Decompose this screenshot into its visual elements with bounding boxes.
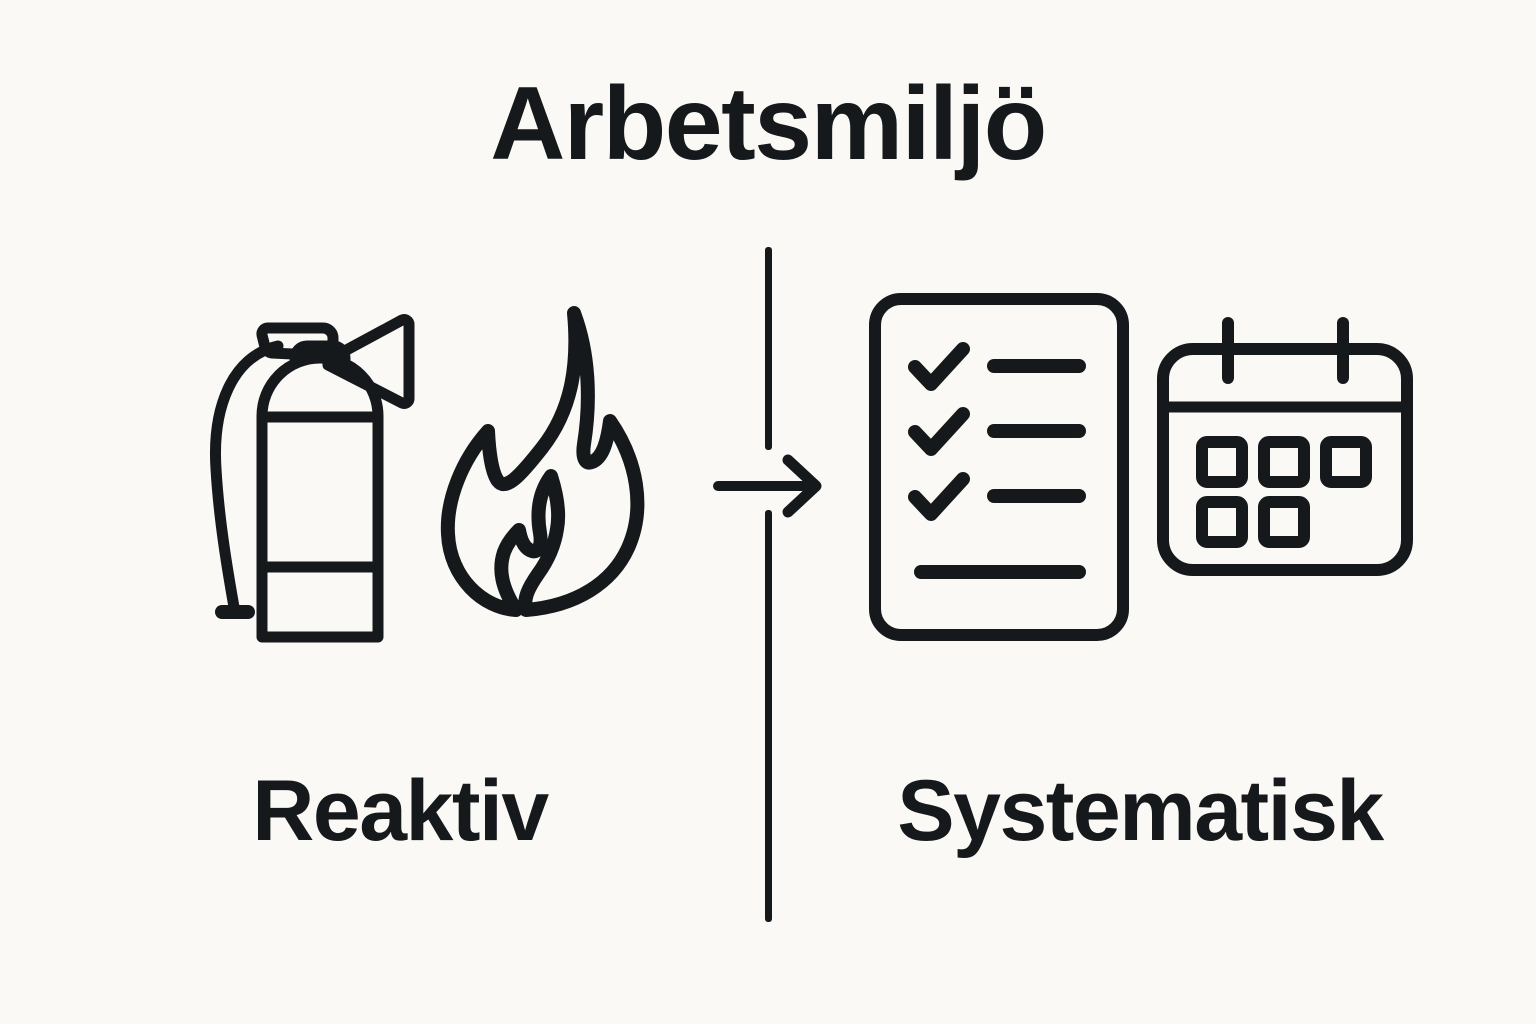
vertical-divider-top — [765, 247, 772, 450]
flame-icon — [440, 306, 645, 617]
checklist-icon — [869, 293, 1129, 641]
calendar-day-4 — [1196, 496, 1248, 548]
checklist-page — [869, 293, 1129, 641]
right-side-label: Systematisk — [897, 763, 1384, 859]
check-icon-3 — [908, 472, 970, 521]
calendar-day-5 — [1258, 496, 1310, 548]
vertical-divider-bottom — [765, 510, 772, 922]
calendar-day-1 — [1196, 436, 1248, 488]
calendar-frame — [1157, 343, 1413, 576]
check-icon-1 — [908, 342, 970, 391]
left-side-label: Reaktiv — [252, 763, 549, 859]
calendar-icon — [1157, 317, 1413, 576]
check-icon-2 — [908, 407, 970, 456]
page-title: Arbetsmiljö — [490, 66, 1047, 182]
calendar-day-2 — [1258, 436, 1310, 488]
fire-extinguisher-icon — [210, 314, 415, 643]
arrow-right-icon — [713, 454, 822, 518]
calendar-day-3 — [1320, 436, 1372, 488]
